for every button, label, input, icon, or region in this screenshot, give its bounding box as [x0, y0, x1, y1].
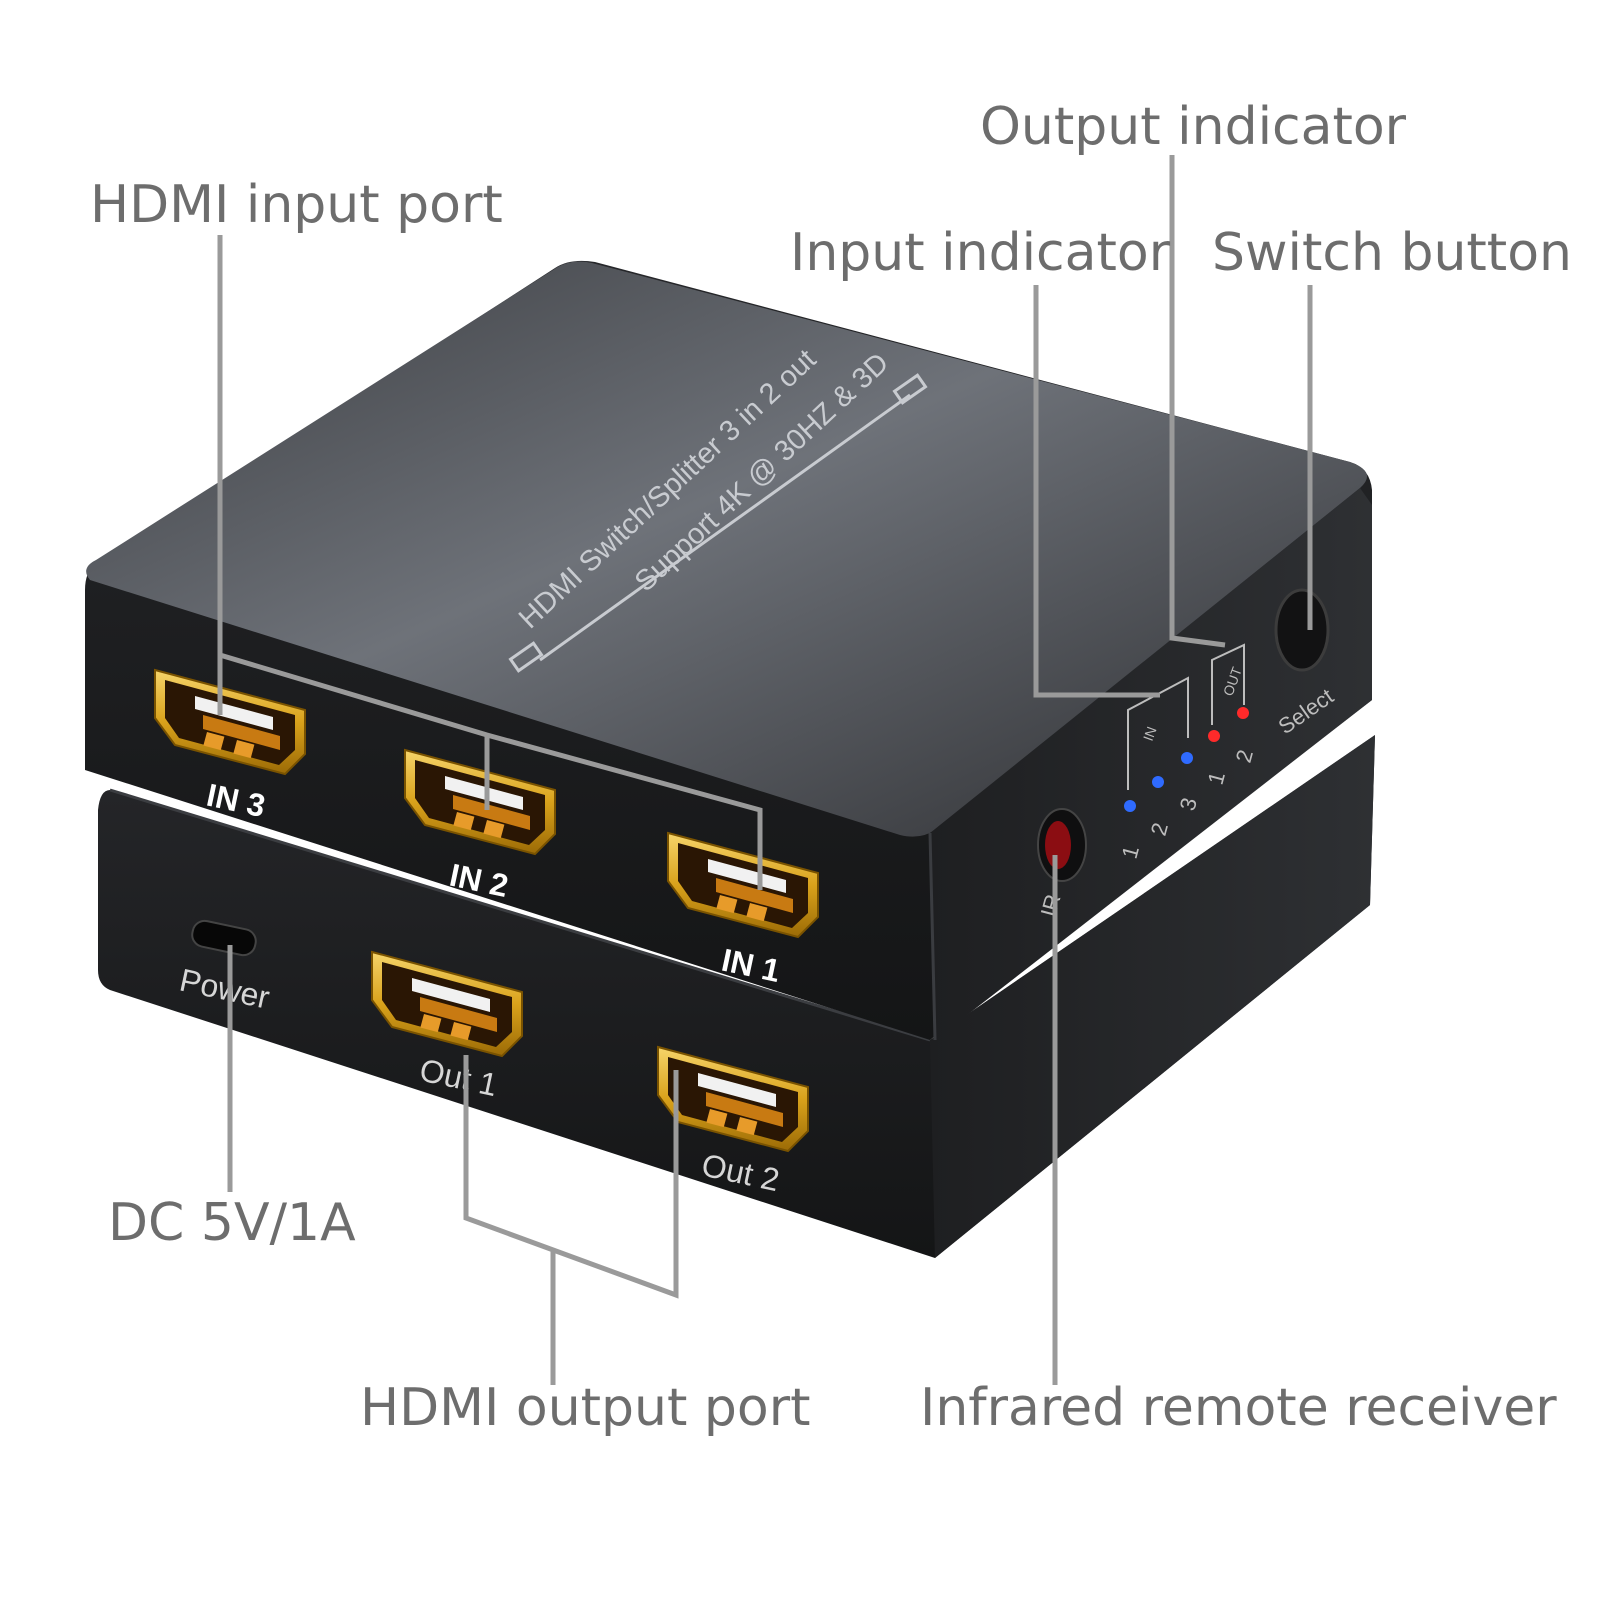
- callout-input-indicator: Input indicator: [790, 223, 1171, 283]
- in-group-label: IN: [1140, 724, 1160, 743]
- hdmi-cable-icon: [508, 373, 928, 673]
- callout-output-indicator: Output indicator: [980, 97, 1407, 157]
- callout-dc-power: DC 5V/1A: [108, 1193, 356, 1253]
- callout-hdmi-input-port: HDMI input port: [90, 175, 503, 235]
- input-led-3: [1181, 752, 1193, 764]
- input-led-2: [1152, 776, 1164, 788]
- ir-receiver: IR: [1036, 808, 1087, 919]
- callout-ir-receiver: Infrared remote receiver: [920, 1378, 1557, 1438]
- callout-hdmi-output-port: HDMI output port: [360, 1378, 811, 1438]
- callout-switch-button: Switch button: [1212, 223, 1572, 283]
- output-led-2: [1237, 707, 1249, 719]
- output-led-1: [1208, 730, 1220, 742]
- leader-lines: [217, 155, 1313, 1385]
- input-led-1: [1124, 800, 1136, 812]
